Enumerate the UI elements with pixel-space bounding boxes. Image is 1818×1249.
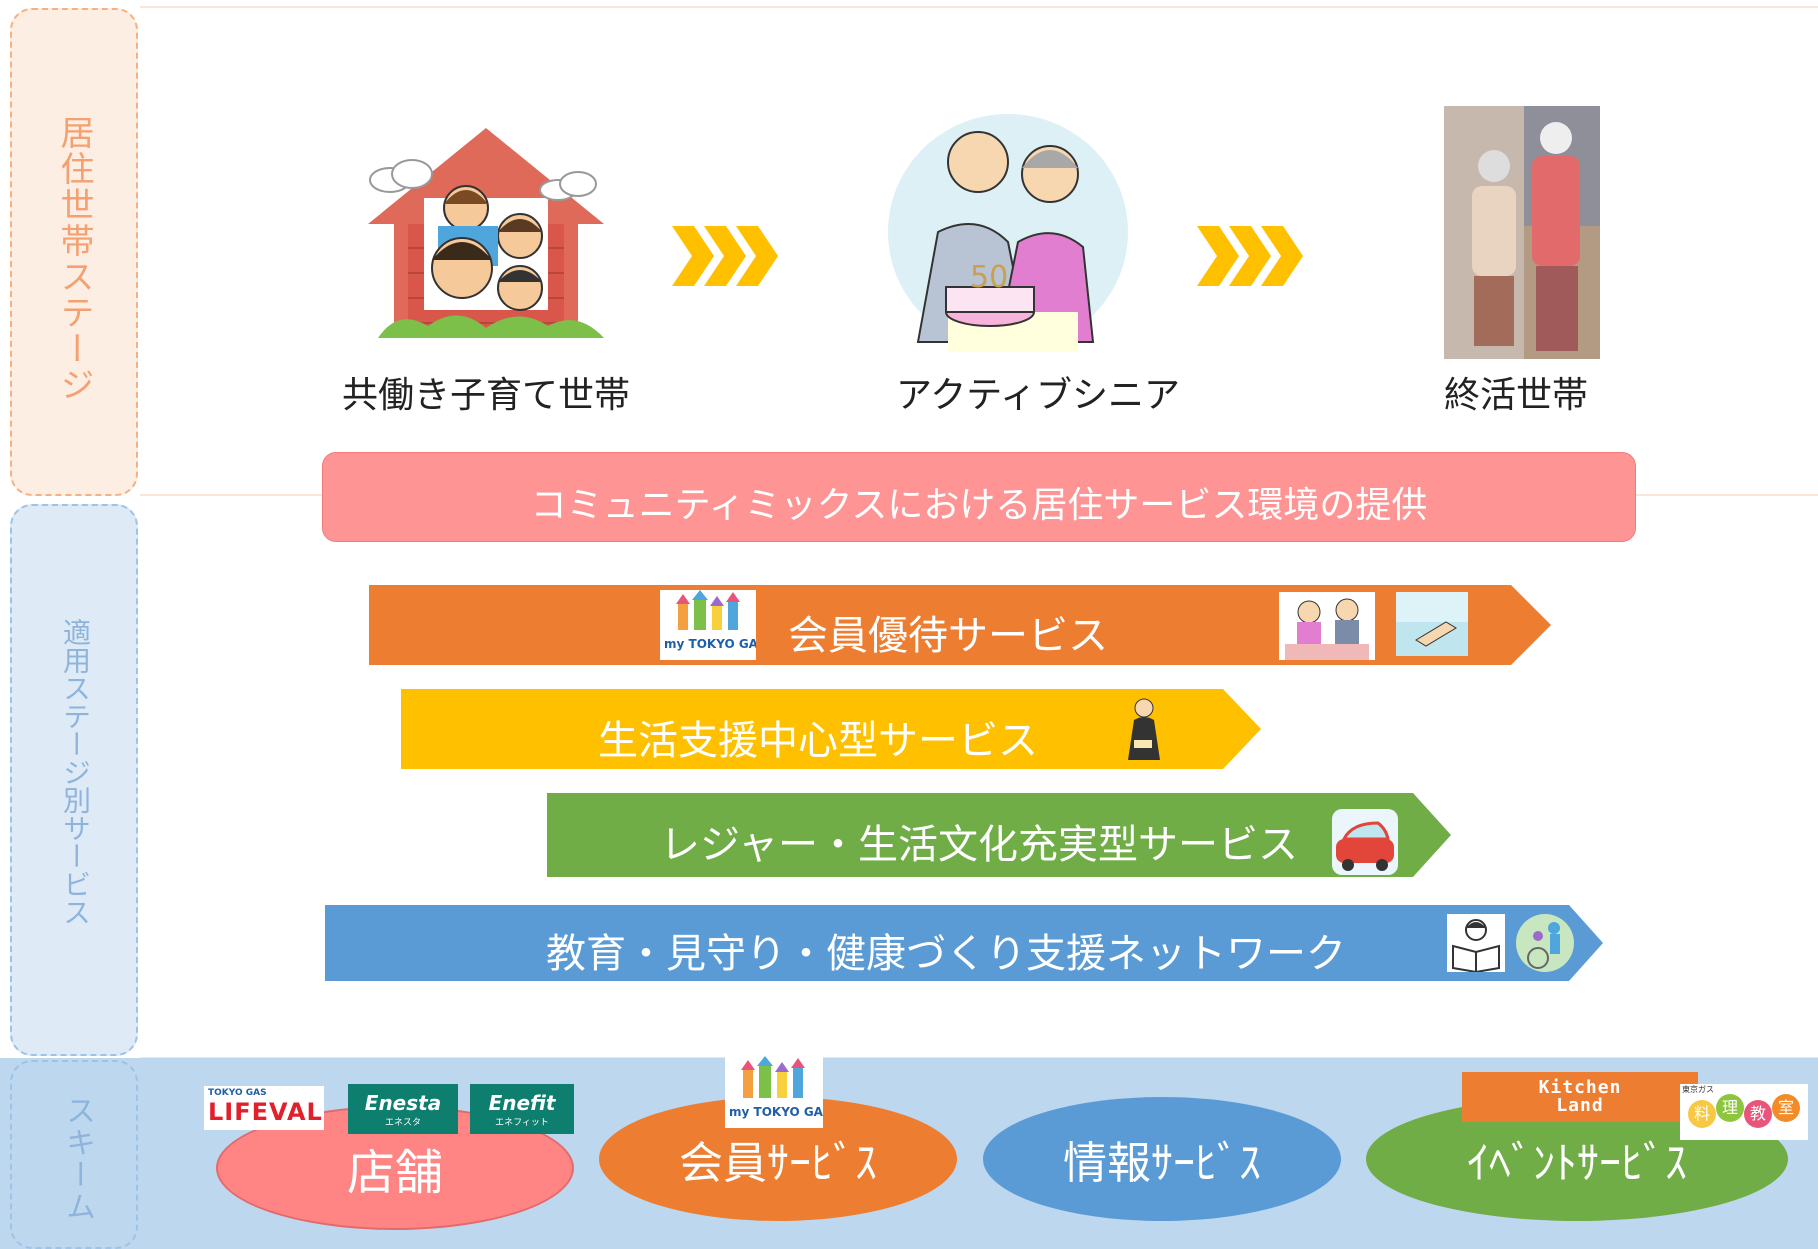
top-divider bbox=[140, 6, 1818, 8]
lifeval-logo-top: TOKYO GAS bbox=[208, 1088, 267, 1098]
scheme-event-service-label: ｲﾍﾞﾝﾄｻｰﾋﾞｽ bbox=[1467, 1138, 1687, 1189]
scheme-info-service-label: 情報ｻｰﾋﾞｽ bbox=[1063, 1138, 1261, 1189]
scheme-info-service: 情報ｻｰﾋﾞｽ bbox=[983, 1097, 1341, 1221]
enesta-logo-sub: エネスタ bbox=[384, 1118, 421, 1128]
kitchen-land-logo: Kitchen Land bbox=[1462, 1072, 1698, 1122]
enesta-logo-text: Enesta bbox=[364, 1091, 442, 1115]
svg-text:50: 50 bbox=[970, 260, 1008, 295]
cooking-school-char-1: 料 bbox=[1688, 1100, 1716, 1128]
community-mix-banner bbox=[322, 452, 1636, 542]
stage-label-end-of-life: 終活世帯 bbox=[1444, 375, 1589, 416]
stage-side-label: 居住世帯ステージ bbox=[54, 115, 94, 403]
cooking-school-char-3: 教 bbox=[1744, 1100, 1772, 1128]
cooking-school-char-2: 理 bbox=[1716, 1094, 1744, 1122]
cooking-school-char-4: 室 bbox=[1772, 1094, 1800, 1122]
lifeval-logo: TOKYO GAS LIFEVAL bbox=[204, 1086, 324, 1130]
cooking-school-logo: 東京ガス 料 理 教 室 bbox=[1680, 1084, 1808, 1140]
svg-text:my TOKYO GAS: my TOKYO GAS bbox=[729, 1105, 823, 1119]
wheelchair-care-icon bbox=[1516, 914, 1574, 972]
service-band-leisure bbox=[547, 793, 1451, 877]
cooking-school-top: 東京ガス bbox=[1682, 1085, 1714, 1094]
stage-side-box bbox=[10, 8, 138, 496]
mytokyogas-logo: my TOKYO GAS bbox=[725, 1054, 823, 1128]
dining-seniors-icon bbox=[1279, 592, 1375, 660]
beach-relax-icon bbox=[1396, 592, 1468, 656]
mytokyogas-logo: my TOKYO GAS bbox=[660, 590, 756, 660]
scheme-member-service-label: 会員ｻｰﾋﾞｽ bbox=[679, 1138, 877, 1189]
service-band-education bbox=[325, 905, 1603, 981]
kitchen-logo-text: Kitchen bbox=[1538, 1077, 1622, 1098]
service-label-life-support: 生活支援中心型サービス bbox=[598, 718, 1038, 764]
enefit-logo-text: Enefit bbox=[488, 1091, 556, 1115]
enefit-logo-sub: エネフィット bbox=[495, 1118, 549, 1128]
stage-label-family: 共働き子育て世帯 bbox=[342, 375, 631, 416]
service-side-label: 適用ステージ別サービス bbox=[59, 618, 92, 926]
family-house-icon bbox=[368, 128, 604, 338]
land-logo-text: Land bbox=[1556, 1095, 1604, 1116]
reading-person-icon bbox=[1447, 914, 1505, 972]
stage-label-active-senior: アクティブシニア bbox=[896, 375, 1181, 416]
service-label-leisure: レジャー・生活文化充実型サービス bbox=[660, 822, 1298, 868]
enesta-logo: Enesta エネスタ bbox=[348, 1084, 458, 1134]
service-label-education: 教育・見守り・健康づくり支援ネットワーク bbox=[546, 931, 1346, 977]
enefit-logo: Enefit エネフィット bbox=[470, 1084, 574, 1134]
chevron-right-icon bbox=[1197, 226, 1303, 286]
svg-text:my TOKYO GAS: my TOKYO GAS bbox=[664, 637, 756, 651]
scheme-side-box bbox=[10, 1060, 138, 1249]
scheme-side-label: スキーム bbox=[60, 1095, 95, 1223]
car-family-icon bbox=[1332, 809, 1398, 875]
senior-couple-cake-icon: 50 bbox=[888, 114, 1128, 352]
service-band-life-support bbox=[401, 689, 1261, 769]
lifeval-logo-text: LIFEVAL bbox=[208, 1098, 323, 1126]
chevron-right-icon bbox=[672, 226, 778, 286]
service-label-member: 会員優待サービス bbox=[788, 613, 1108, 659]
housekeeper-icon bbox=[1128, 698, 1160, 760]
scheme-store-label: 店舗 bbox=[346, 1145, 443, 1201]
service-side-box bbox=[10, 504, 138, 1056]
banner-text: コミュニティミックスにおける居住サービス環境の提供 bbox=[530, 485, 1428, 526]
elderly-couple-photo-icon bbox=[1444, 106, 1600, 359]
